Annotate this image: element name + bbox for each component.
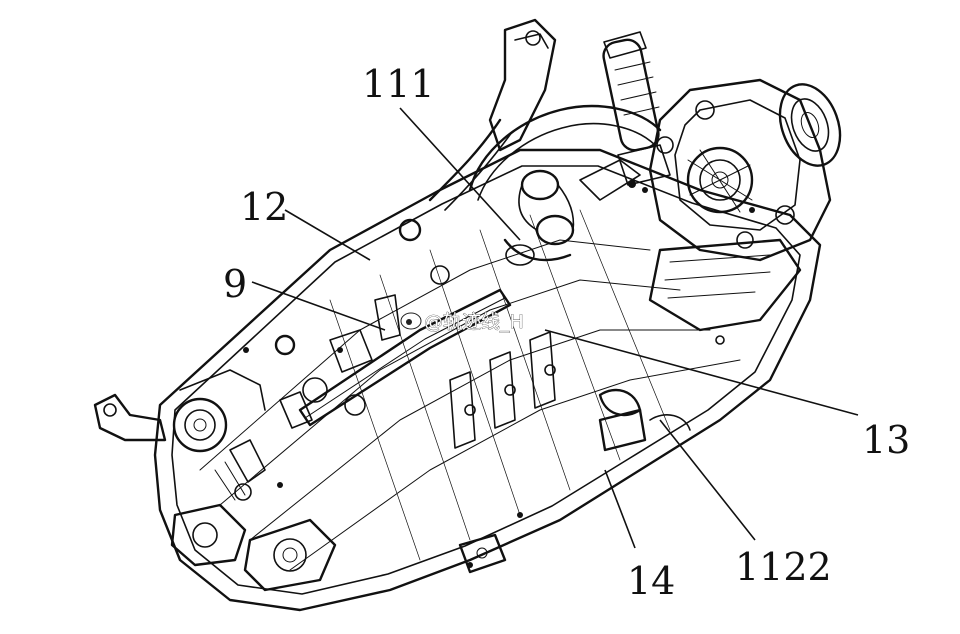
left-end-assembly — [93, 369, 337, 592]
callout-9: 9 — [223, 262, 247, 306]
lower-brackets — [449, 331, 725, 574]
weibo-logo-icon — [400, 312, 422, 330]
watermark-text: @轨迹线_H — [424, 311, 524, 333]
leader-14 — [604, 469, 636, 549]
callout-14: 14 — [627, 559, 675, 603]
central-linkage — [274, 218, 512, 429]
spring-assembly — [503, 159, 641, 266]
callout-labels: 111 12 9 13 1122 14 — [223, 62, 910, 603]
leader-111 — [399, 107, 521, 241]
callout-111: 111 — [362, 62, 435, 106]
leader-1122 — [659, 419, 756, 541]
bolt-details — [243, 180, 755, 568]
leader-12 — [284, 209, 371, 261]
callout-12: 12 — [240, 185, 288, 229]
watermark: @轨迹线_H — [400, 311, 524, 333]
callout-1122: 1122 — [735, 545, 832, 589]
drive-unit — [648, 78, 842, 332]
leader-lines — [251, 107, 859, 549]
callout-13: 13 — [862, 418, 910, 462]
leader-9 — [251, 281, 386, 331]
leader-13 — [544, 329, 859, 416]
upper-arm-structure — [428, 18, 662, 211]
shock-absorber — [602, 31, 671, 186]
